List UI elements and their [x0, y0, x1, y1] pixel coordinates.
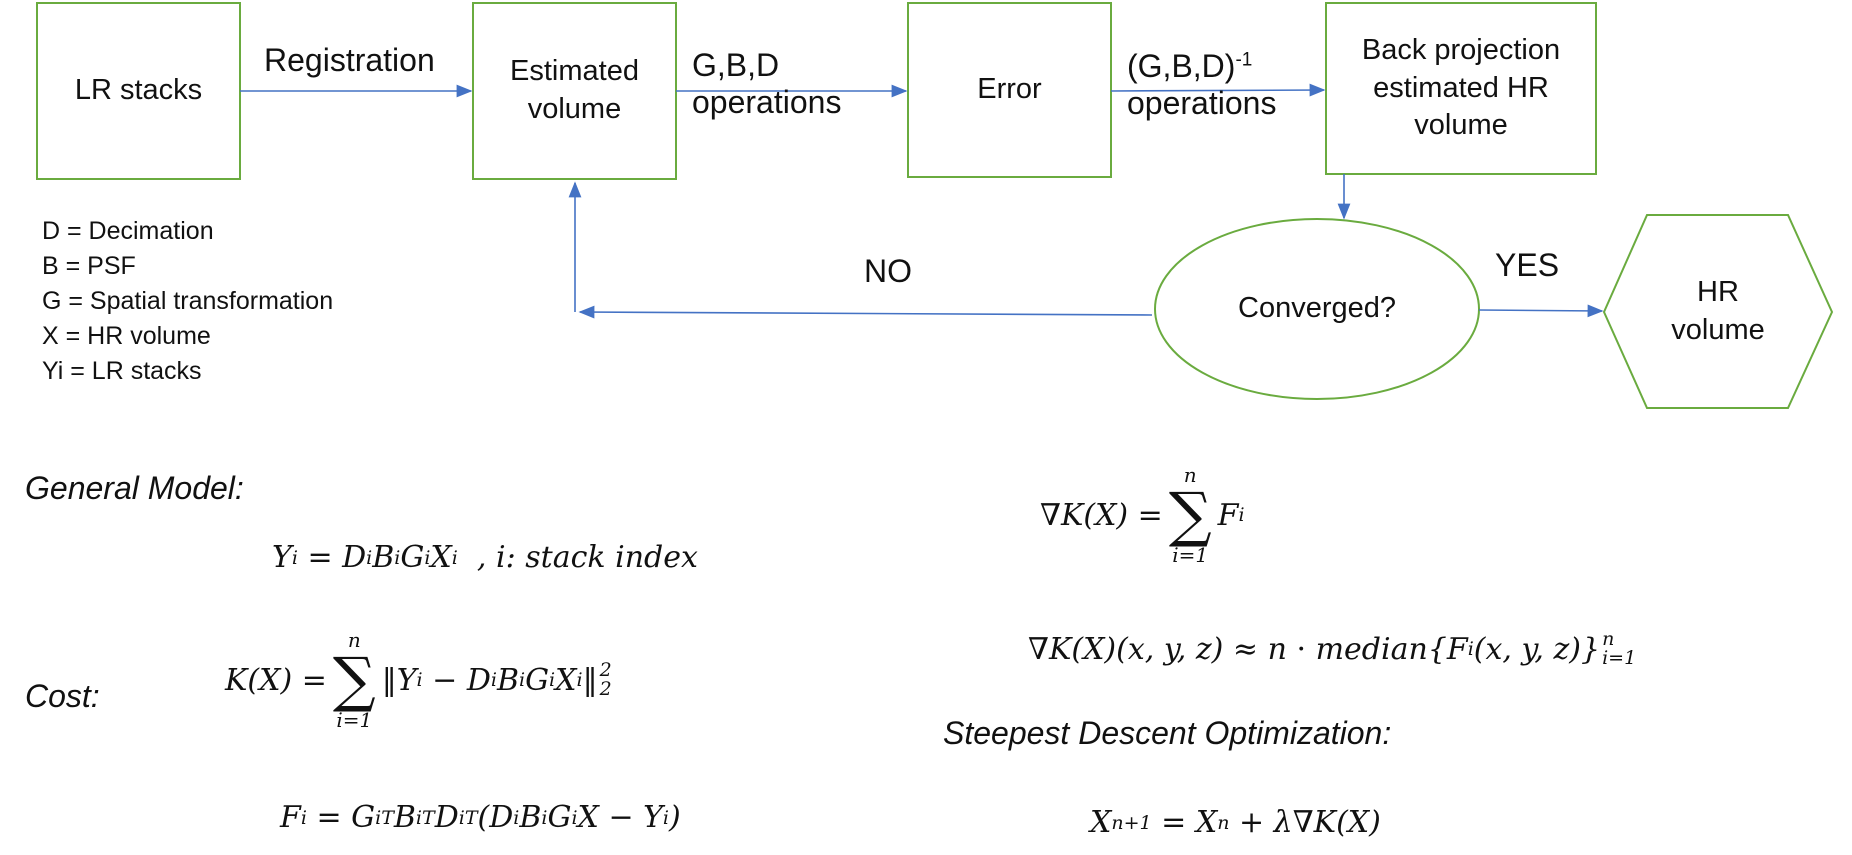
legend-item: X = HR volume: [42, 322, 211, 350]
general-model-heading: General Model:: [25, 470, 244, 506]
legend-item: Yi = LR stacks: [42, 357, 202, 385]
error-box: [907, 2, 1112, 178]
hr-volume-hexagon: [1602, 214, 1834, 409]
legend-item: G = Spatial transformation: [42, 287, 334, 315]
converged-ellipse: [1154, 218, 1480, 400]
no-label: NO: [864, 253, 912, 289]
converged-label: Converged?: [1238, 292, 1396, 325]
legend-item: B = PSF: [42, 252, 136, 280]
arrow-yes: [1478, 304, 1604, 318]
arrow-inverse: [1110, 83, 1326, 97]
cost-heading: Cost:: [25, 678, 100, 714]
registration-label: Registration: [264, 42, 435, 78]
steepest-descent-heading: Steepest Descent Optimization:: [943, 715, 1392, 751]
yes-label: YES: [1495, 247, 1560, 283]
error-label: Error: [977, 73, 1042, 106]
legend-item: D = Decimation: [42, 217, 214, 245]
arrow-no: [578, 305, 1153, 319]
legend: D = Decimation B = PSF G = Spatial trans…: [42, 214, 333, 389]
lr-stacks-label: LR stacks: [74, 74, 203, 107]
back-projection-box: [1325, 2, 1597, 175]
